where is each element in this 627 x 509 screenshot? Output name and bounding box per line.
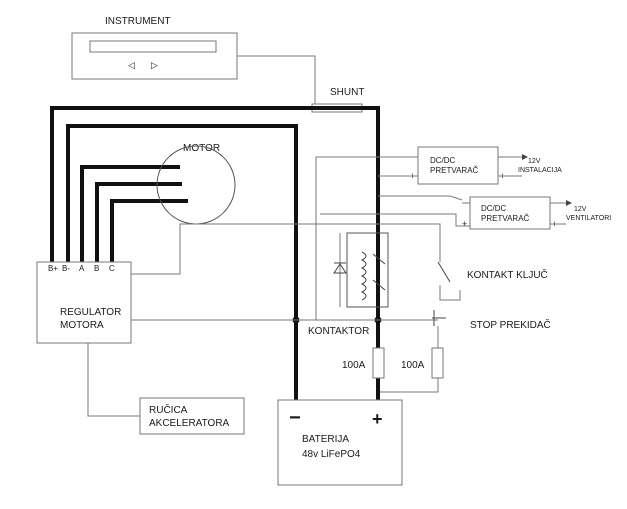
controller-label-line1: REGULATOR bbox=[60, 307, 121, 318]
instrument-display bbox=[89, 40, 217, 53]
terminal-a: A bbox=[79, 264, 85, 273]
diode-icon bbox=[333, 263, 347, 274]
stop-switch-label: STOP PREKIDAČ bbox=[470, 318, 551, 331]
phase-c-cable bbox=[110, 199, 188, 262]
instrument-arrow-right-icon: ▷ bbox=[151, 60, 158, 70]
phase-a-cable bbox=[80, 165, 180, 262]
instrument-arrow-left-icon: ◁ bbox=[128, 60, 135, 70]
throttle-label-line2: AKCELERATORA bbox=[149, 418, 230, 429]
instrument-wire bbox=[237, 55, 316, 107]
dcdc2-switch bbox=[449, 195, 463, 201]
terminal-b: B bbox=[94, 264, 99, 273]
terminal-c: C bbox=[109, 264, 115, 273]
bplus-cable bbox=[50, 106, 380, 412]
fuse-1-label: 100A bbox=[342, 360, 366, 371]
key-switch-icon bbox=[437, 261, 451, 283]
battery-box bbox=[277, 399, 403, 486]
contactor-switch-icon bbox=[372, 253, 386, 265]
dcdc2-label-line2: PRETVARAČ bbox=[481, 214, 530, 223]
battery-label-line2: 48v LiFePO4 bbox=[302, 449, 361, 460]
dcdc1-output-label-line1: 12V bbox=[528, 158, 541, 165]
fuse-1 bbox=[372, 347, 385, 379]
shunt-label: SHUNT bbox=[330, 87, 364, 98]
battery-minus-terminal: − bbox=[289, 407, 301, 429]
terminal-bplus: B+ bbox=[48, 264, 58, 273]
fuse-2-label: 100A bbox=[401, 360, 425, 371]
throttle-wire bbox=[87, 343, 140, 417]
battery-label-line1: BATERIJA bbox=[302, 434, 349, 445]
dcdc1-output-label-line2: INSTALACIJA bbox=[518, 167, 562, 174]
key-switch-label: KONTAKT KLJUČ bbox=[467, 268, 548, 281]
controller-label-line2: MOTORA bbox=[60, 320, 104, 331]
throttle-label-line1: RUČICA bbox=[149, 403, 188, 416]
dcdc1-label-line2: PRETVARAČ bbox=[430, 166, 479, 175]
arrow-right-icon bbox=[522, 154, 528, 160]
dcdc1-label-line1: DC/DC bbox=[430, 156, 456, 165]
dcdc2-output-label-line1: 12V bbox=[574, 206, 587, 213]
motor-label: MOTOR bbox=[183, 143, 220, 154]
key-signal-wire bbox=[131, 223, 441, 275]
contactor-switch-icon bbox=[372, 279, 386, 291]
motor-controller bbox=[36, 261, 132, 344]
dcdc1-negative-supply bbox=[315, 156, 418, 320]
fuse-2 bbox=[431, 347, 444, 379]
dcdc2-ground-wire bbox=[320, 213, 470, 227]
dcdc-converter-1 bbox=[417, 146, 499, 185]
contactor-box bbox=[346, 232, 389, 308]
bminus-cable bbox=[66, 124, 298, 414]
key-switch-wire bbox=[439, 285, 461, 301]
instrument-label: INSTRUMENT bbox=[105, 16, 171, 27]
fuse-2-wire bbox=[380, 378, 439, 393]
arrow-right-icon bbox=[566, 200, 572, 206]
contactor-label: KONTAKTOR bbox=[308, 326, 369, 337]
dcdc-converter-2 bbox=[469, 196, 551, 230]
dcdc2-plus-in: + bbox=[462, 219, 467, 229]
phase-b-cable bbox=[95, 182, 182, 262]
contactor-coil-icon bbox=[360, 251, 367, 301]
battery-plus-terminal: + bbox=[372, 409, 383, 429]
dcdc2-label-line1: DC/DC bbox=[481, 204, 507, 213]
instrument-box bbox=[71, 32, 238, 80]
dcdc2-output-label-line2: VENTILATORI bbox=[566, 215, 611, 222]
terminal-bminus: B- bbox=[62, 264, 70, 273]
throttle-box bbox=[139, 397, 245, 435]
